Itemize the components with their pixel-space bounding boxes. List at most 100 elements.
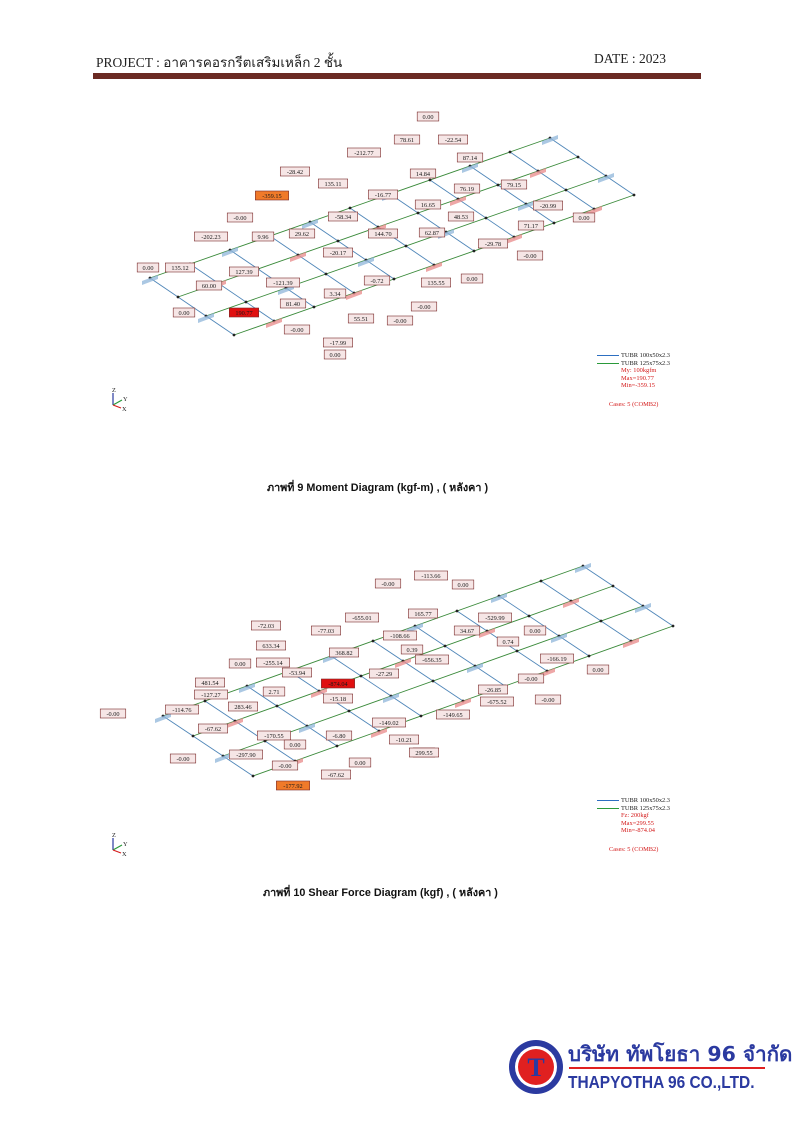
- node-point: [275, 704, 279, 708]
- value-label: 0.00: [529, 628, 540, 635]
- value-label-box: [436, 709, 470, 720]
- member2-swatch: [597, 807, 619, 809]
- value-label-box: [477, 238, 508, 249]
- rafter-line: [469, 165, 555, 224]
- logo-core: [518, 1049, 554, 1085]
- value-label: -20.17: [330, 250, 346, 257]
- value-label-box: [257, 730, 291, 741]
- value-label: -656.35: [422, 657, 441, 664]
- rafter-line: [204, 700, 296, 762]
- force-diagram-band: [563, 598, 579, 608]
- force-diagram-band: [222, 247, 238, 257]
- value-label-box: [266, 277, 300, 288]
- force-diagram-band: [266, 318, 282, 328]
- value-label: 55.51: [354, 316, 368, 323]
- node-point: [527, 614, 531, 618]
- value-label-box: [320, 769, 351, 780]
- value-label-box: [534, 694, 562, 705]
- value-label: -177.92: [283, 783, 302, 790]
- y-axis-arrow: [112, 399, 123, 406]
- value-label: 60.00: [202, 283, 216, 290]
- moment-labels: 0.0078.61-22.54-212.7787.14-28.42135.111…: [136, 111, 596, 360]
- value-label-box: [367, 228, 398, 239]
- x-axis-arrow: [112, 849, 122, 854]
- node-point: [599, 619, 603, 623]
- value-label-box: [322, 247, 353, 258]
- legend-cases: Cases: 5 (COMB2): [609, 400, 659, 408]
- value-label-box: [372, 717, 406, 728]
- force-diagram-band: [479, 628, 495, 638]
- node-point: [371, 639, 375, 643]
- node-point: [576, 155, 580, 159]
- shear-legend: TUBR 100x50x2.3 TUBR 125x75x2.3 Fz: 200k…: [597, 797, 670, 854]
- value-label-box: [228, 658, 252, 669]
- value-label: -874.04: [328, 681, 348, 688]
- node-point: [472, 249, 476, 253]
- y-axis-label: Y: [123, 396, 128, 403]
- force-diagram-band: [358, 257, 374, 267]
- value-label-box: [165, 262, 196, 273]
- force-diagram-band: [462, 163, 478, 173]
- node-point: [324, 272, 328, 276]
- company-name-thai: บริษัท ทัพโยธา 96 จำกัด: [568, 1042, 793, 1066]
- rafter-line: [149, 277, 235, 336]
- force-diagram-band: [407, 623, 423, 633]
- value-label-box: [478, 612, 512, 623]
- node-point: [404, 244, 408, 248]
- value-label: -212.77: [354, 150, 373, 157]
- value-label: -0.00: [233, 215, 246, 222]
- company-name-english: THAPYOTHA 96 CO.,LTD.: [568, 1072, 755, 1092]
- value-label-box: [460, 273, 484, 284]
- value-label: 0.00: [178, 310, 189, 317]
- value-label-box: [347, 147, 381, 158]
- force-diagram-band: [383, 693, 399, 703]
- logo-letter: T: [527, 1053, 544, 1082]
- value-label: 0.00: [142, 265, 153, 272]
- value-label: 2.71: [268, 689, 279, 696]
- rafter-line: [414, 625, 506, 687]
- value-label: -6.80: [332, 733, 345, 740]
- value-label: 48.53: [454, 214, 468, 221]
- value-label-box: [363, 275, 391, 286]
- node-point: [203, 699, 207, 703]
- value-label-box: [195, 677, 226, 688]
- value-label: -0.72: [370, 278, 383, 285]
- value-label-box: [451, 579, 475, 590]
- force-diagram-band: [371, 728, 387, 738]
- value-label-box: [586, 664, 610, 675]
- node-point: [539, 579, 543, 583]
- value-label-box: [347, 313, 375, 324]
- value-label: -149.65: [443, 712, 462, 719]
- rafter-line: [509, 151, 595, 210]
- value-label-box: [194, 689, 228, 700]
- value-label: -0.00: [290, 327, 303, 334]
- value-label-box: [407, 608, 438, 619]
- y-axis-label: Y: [123, 841, 128, 848]
- value-label: 144.70: [374, 231, 391, 238]
- value-label-box: [172, 307, 196, 318]
- value-label: -675.52: [487, 699, 506, 706]
- legend-cases: Cases: 5 (COMB2): [609, 845, 659, 853]
- value-label: 135.12: [171, 265, 188, 272]
- value-label-box: [255, 190, 289, 201]
- value-label: -127.27: [201, 692, 220, 699]
- value-label: -0.00: [176, 756, 189, 763]
- value-label: -108.66: [390, 633, 409, 640]
- node-point: [419, 714, 423, 718]
- value-label-box: [229, 266, 260, 277]
- rafter-line: [389, 193, 475, 252]
- value-label: 481.54: [201, 680, 219, 687]
- value-label-box: [500, 179, 528, 190]
- value-label: -170.55: [264, 733, 283, 740]
- project-date: DATE : 2023: [594, 51, 666, 66]
- value-label: -0.00: [278, 763, 291, 770]
- legend-min: Min=-359.15: [621, 382, 655, 390]
- value-label-box: [99, 708, 127, 719]
- x-axis-arrow: [112, 404, 122, 409]
- value-label: -0.00: [524, 676, 537, 683]
- value-label: -166.19: [547, 656, 566, 663]
- value-label-box: [226, 212, 254, 223]
- value-label-box: [540, 653, 574, 664]
- node-point: [443, 644, 447, 648]
- value-label-box: [437, 134, 468, 145]
